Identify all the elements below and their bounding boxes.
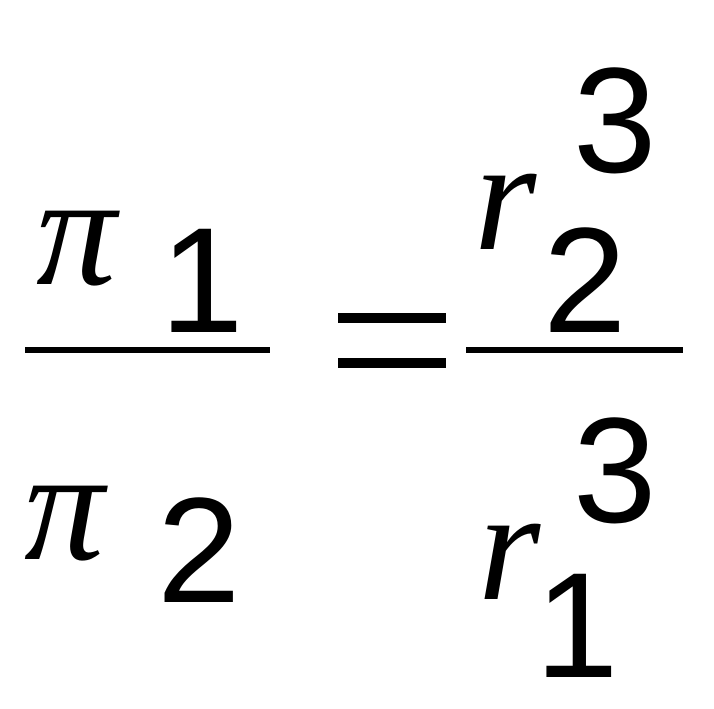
numerator-r-subscript: 2 xyxy=(543,196,627,364)
left-fraction-bar xyxy=(25,347,270,353)
numerator-r-symbol: r xyxy=(474,106,537,284)
equals-bar-top xyxy=(338,313,446,323)
equals-bar-bottom xyxy=(338,358,446,368)
numerator-r-superscript: 3 xyxy=(573,36,657,204)
denominator-pi-subscript: 2 xyxy=(157,466,241,634)
right-fraction-bar xyxy=(466,347,683,353)
denominator-r-symbol: r xyxy=(478,456,541,634)
denominator-r-superscript: 3 xyxy=(573,386,657,554)
denominator-r-subscript: 1 xyxy=(535,541,619,709)
numerator-pi-subscript: 1 xyxy=(160,196,244,364)
numerator-pi-symbol: π xyxy=(36,141,117,319)
denominator-pi-symbol: π xyxy=(24,416,105,594)
